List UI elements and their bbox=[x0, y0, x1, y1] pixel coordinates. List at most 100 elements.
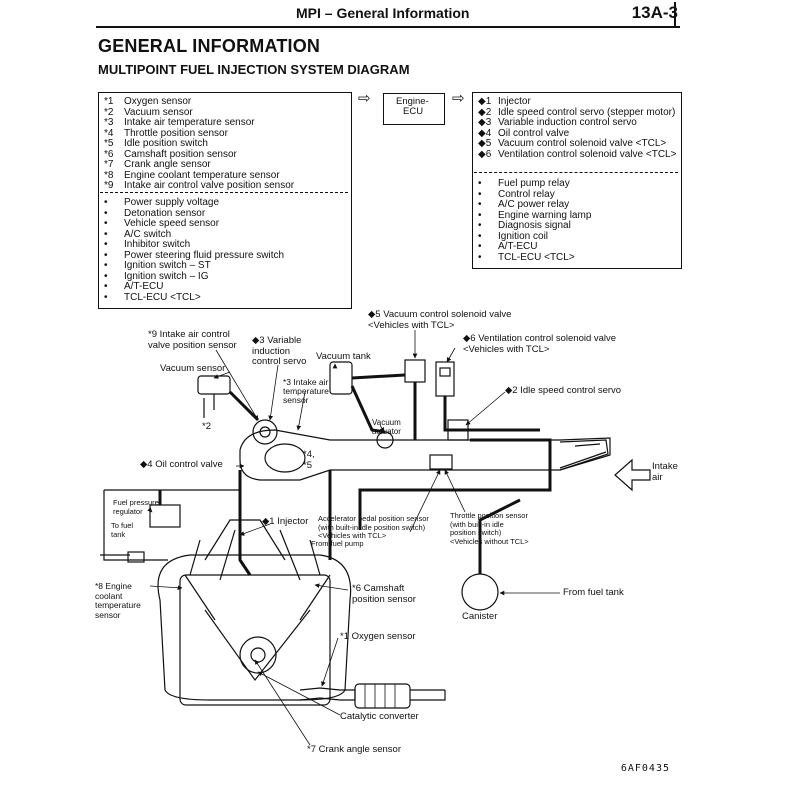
label-throttle-position-sensor: Throttle position sensor (with built-in … bbox=[450, 511, 529, 546]
actuator-marker: ◆4 bbox=[478, 127, 492, 139]
input-text: Inhibitor switch bbox=[124, 239, 191, 250]
engine-block bbox=[157, 554, 352, 701]
throttle-body bbox=[429, 454, 453, 470]
actuator-text: Variable induction control servo bbox=[498, 117, 637, 128]
actuator-marker: ◆3 bbox=[478, 117, 492, 128]
output-text: A/T-ECU bbox=[498, 241, 538, 252]
label-oxygen-sensor: *1 Oxygen sensor bbox=[340, 631, 416, 642]
variable-induction-servo bbox=[252, 419, 278, 445]
label-star2: *2 bbox=[202, 421, 211, 432]
output-marker: • bbox=[478, 188, 482, 200]
sensor-text: Intake air temperature sensor bbox=[124, 117, 255, 128]
actuator-marker: ◆5 bbox=[478, 138, 492, 149]
label-ventilation-solenoid: ◆6 Ventilation control solenoid valve <V… bbox=[463, 333, 617, 355]
input-item: •Detonation sensor bbox=[104, 207, 284, 220]
label-vacuum-actuator: Vacuum actuator bbox=[372, 418, 401, 436]
actuators-bulleted-list: •Fuel pump relay•Control relay•A/C power… bbox=[478, 178, 591, 263]
sensor-marker: *9 bbox=[104, 180, 114, 191]
input-marker: • bbox=[104, 239, 108, 250]
actuator-marker: ◆1 bbox=[478, 96, 492, 107]
tailpipe bbox=[410, 689, 446, 701]
label-canister: Canister bbox=[462, 611, 498, 622]
output-item: •Ignition coil bbox=[478, 230, 591, 243]
sensors-divider bbox=[100, 192, 348, 193]
output-text: Diagnosis signal bbox=[498, 220, 571, 231]
surge-tank bbox=[264, 443, 306, 473]
intake-manifold bbox=[204, 519, 301, 581]
label-variable-induction-servo: ◆3 Variable induction control servo bbox=[252, 335, 307, 367]
vacuum-sensor-body bbox=[197, 375, 231, 395]
ecu-label-line2: ECU bbox=[403, 106, 424, 117]
canister-line bbox=[478, 498, 521, 574]
actuator-item: ◆5 Vacuum control solenoid valve <TCL> bbox=[478, 138, 676, 150]
oil-loop bbox=[179, 574, 331, 706]
arrow-from-ecu-icon: ⇨ bbox=[452, 90, 465, 107]
input-text: Vehicle speed sensor bbox=[124, 218, 220, 229]
actuator-text: Vacuum control solenoid valve <TCL> bbox=[498, 138, 667, 149]
actuator-item: ◆3 Variable induction control servo bbox=[478, 117, 676, 129]
label-accelerator-pedal-position-sensor: Accelerator pedal position sensor (with … bbox=[318, 514, 429, 540]
actuator-marker: ◆2 bbox=[478, 106, 492, 118]
label-injector: ◆1 Injector bbox=[262, 516, 309, 527]
sensor-marker: *7 bbox=[104, 159, 114, 170]
input-item: • Inhibitor switch bbox=[104, 239, 284, 251]
sensor-item: *6 Camshaft position sensor bbox=[104, 148, 294, 161]
input-item: •Ignition switch – IG bbox=[104, 270, 284, 283]
ventilation-solenoid-valve bbox=[435, 361, 455, 397]
input-marker: • bbox=[104, 197, 108, 208]
sensor-item: *1 Oxygen sensor bbox=[104, 96, 294, 108]
page-header: MPI – General Information 13A-3 bbox=[96, 2, 680, 28]
sensor-text: Engine coolant temperature sensor bbox=[124, 169, 280, 181]
page-number: 13A-3 bbox=[631, 3, 678, 22]
actuator-item: ◆2 Idle speed control servo (stepper moto… bbox=[478, 106, 676, 119]
label-engine-coolant-temp-sensor: *8 Engine coolant temperature sensor bbox=[95, 581, 141, 620]
actuators-box bbox=[472, 92, 682, 269]
output-item: •Engine warning lamp bbox=[478, 209, 591, 222]
sensor-marker: *6 bbox=[104, 148, 114, 160]
sensor-text: Throttle position sensor bbox=[124, 127, 228, 139]
actuator-text: Idle speed control servo (stepper motor) bbox=[498, 106, 676, 118]
input-text: A/C switch bbox=[124, 228, 172, 240]
output-marker: • bbox=[478, 209, 482, 221]
input-text: Detonation sensor bbox=[124, 207, 206, 219]
output-text: Control relay bbox=[498, 188, 555, 200]
sensor-text: Vacuum sensor bbox=[124, 106, 193, 118]
output-marker: • bbox=[478, 230, 482, 242]
input-item: •Vehicle speed sensor bbox=[104, 218, 284, 230]
output-marker: • bbox=[478, 241, 482, 252]
sensor-marker: *2 bbox=[104, 106, 114, 118]
actuator-marker: ◆6 bbox=[478, 148, 492, 160]
sensor-marker: *1 bbox=[104, 96, 114, 107]
actuators-numbered-list: ◆1 Injector ◆2 Idle speed control servo (st… bbox=[478, 96, 676, 160]
vacuum-solenoid-valve bbox=[404, 359, 426, 383]
input-marker: • bbox=[104, 281, 108, 292]
input-marker: • bbox=[104, 270, 108, 282]
input-item: •Power supply voltage bbox=[104, 197, 284, 209]
sensor-text: Camshaft position sensor bbox=[124, 148, 237, 160]
fuel-pressure-regulator bbox=[149, 504, 181, 528]
catalytic-converter bbox=[354, 683, 411, 709]
output-marker: • bbox=[478, 199, 482, 210]
ecu-label-line1: Engine- bbox=[396, 96, 429, 107]
label-idle-speed-control-servo: ◆2 Idle speed control servo bbox=[505, 385, 622, 396]
actuator-text: Injector bbox=[498, 96, 531, 107]
label-intake-air-control-valve-position-sensor: *9 Intake air control valve position sen… bbox=[148, 329, 237, 351]
sensor-text: Oxygen sensor bbox=[124, 96, 192, 107]
ecu-box bbox=[383, 93, 445, 125]
sensors-bulleted-list: •Power supply voltage•Detonation sensor•… bbox=[104, 197, 284, 303]
label-crank-angle-sensor: *7 Crank angle sensor bbox=[307, 744, 401, 755]
input-item: •A/C switch bbox=[104, 228, 284, 241]
input-item: •A/T-ECU bbox=[104, 281, 284, 293]
engine-crank-pulley bbox=[239, 636, 277, 674]
sensors-box bbox=[98, 92, 352, 309]
output-item: •A/C power relay bbox=[478, 199, 591, 211]
breather-line bbox=[358, 438, 552, 530]
fuel-filter bbox=[127, 551, 145, 563]
label-vacuum-tank: Vacuum tank bbox=[316, 351, 371, 362]
input-marker: • bbox=[104, 260, 108, 271]
input-marker: • bbox=[104, 249, 108, 261]
